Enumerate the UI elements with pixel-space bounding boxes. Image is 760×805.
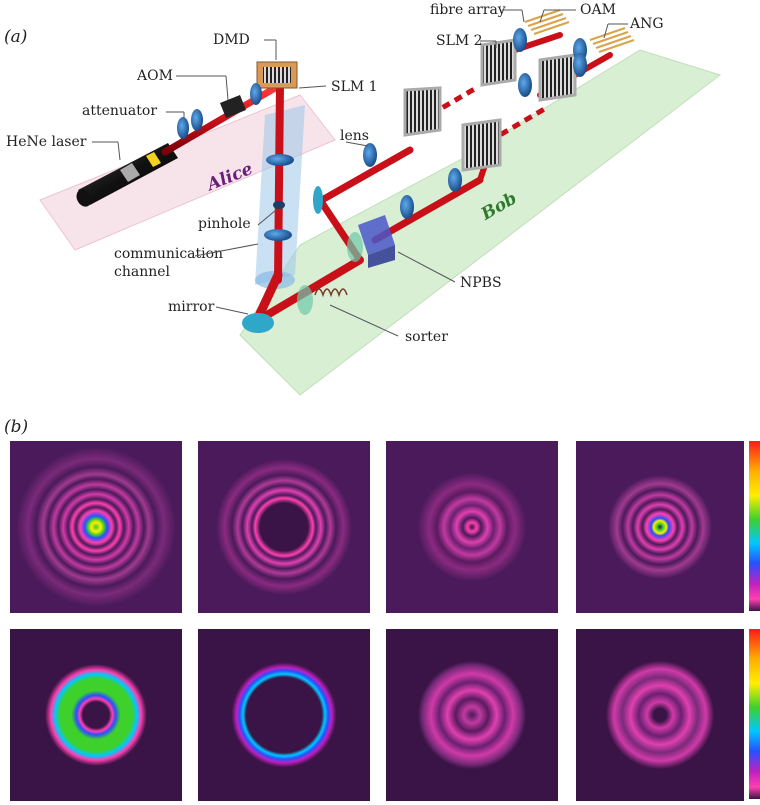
label-pinhole: pinhole — [198, 216, 251, 232]
label-npbs: NPBS — [460, 275, 502, 291]
npbs-cube — [358, 215, 395, 268]
panel-b-letter: (b) — [4, 417, 28, 437]
label-attenuator: attenuator — [82, 103, 157, 119]
label-ang: ANG — [629, 16, 664, 32]
label-slm1: SLM 1 — [331, 79, 378, 95]
label-fibre-array: fibre array — [430, 2, 506, 18]
lenses — [177, 28, 587, 241]
slm-panels — [403, 38, 577, 172]
pattern-row-2 — [10, 629, 760, 801]
mirror-2 — [313, 186, 323, 214]
label-dmd: DMD — [213, 32, 250, 48]
label-oam: OAM — [580, 2, 616, 18]
label-aom: AOM — [136, 68, 173, 84]
intensity-patterns: (b) — [4, 417, 760, 801]
dmd-slm1 — [256, 61, 298, 89]
pinhole — [273, 201, 285, 209]
mirror — [242, 313, 274, 333]
colorbar — [749, 441, 760, 611]
hene-laser — [76, 143, 178, 207]
alice-zone — [39, 94, 336, 251]
sorter — [297, 232, 363, 315]
panel-a-letter: (a) — [4, 27, 27, 47]
bob-zone — [239, 49, 722, 396]
label-hene: HeNe laser — [6, 134, 87, 150]
aom — [220, 95, 246, 118]
label-mirror: mirror — [168, 299, 215, 315]
setup-diagram: (a) DMD AOM attenuator HeNe laser SLM 1 … — [4, 2, 722, 396]
colorbar — [749, 629, 760, 799]
label-communication: communication — [114, 246, 223, 262]
label-slm2: SLM 2 — [436, 33, 483, 49]
label-lens: lens — [340, 128, 369, 144]
label-channel: channel — [114, 264, 171, 280]
leader-lines — [92, 9, 628, 337]
label-sorter: sorter — [405, 329, 448, 345]
pattern-row-1 — [10, 441, 760, 613]
